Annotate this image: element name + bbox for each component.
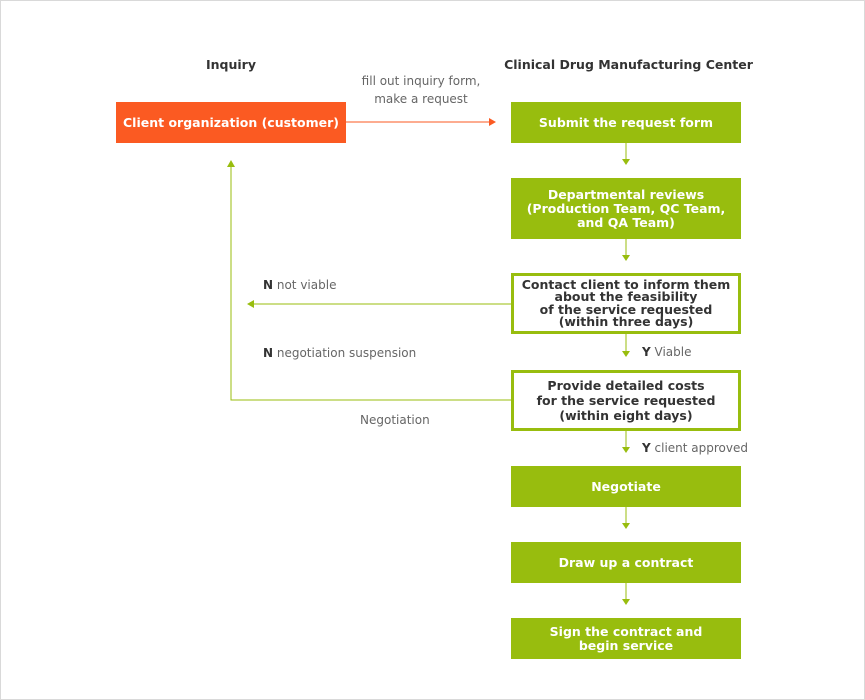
arrowhead-reviews <box>622 159 630 165</box>
negotiate-box: Negotiate <box>511 466 741 507</box>
arrowhead-not-viable <box>247 300 254 308</box>
sign-contract-box: Sign the contract and begin service <box>511 618 741 659</box>
approved-text: client approved <box>650 441 748 455</box>
client-approved-label: Y client approved <box>642 439 748 457</box>
viable-label: Y Viable <box>642 343 691 361</box>
departmental-reviews-box: Departmental reviews (Production Team, Q… <box>511 178 741 239</box>
arrowhead-submit <box>489 118 496 126</box>
viable-flag: Y <box>642 345 651 359</box>
not-viable-flag: N <box>263 278 274 292</box>
arrowhead-negotiate <box>622 447 630 453</box>
submit-request-box: Submit the request form <box>511 102 741 143</box>
column-header-inquiry: Inquiry <box>206 57 256 72</box>
arrowhead-sign <box>622 599 630 605</box>
arrow-negotiation-return <box>230 167 512 401</box>
viable-text: Viable <box>650 345 692 359</box>
column-header-center: Clinical Drug Manufacturing Center <box>504 57 753 72</box>
arrowhead-client-return <box>227 160 235 167</box>
arrowhead-contract <box>622 523 630 529</box>
contact-client-box: Contact client to inform them about the … <box>511 273 741 334</box>
client-organization-box: Client organization (customer) <box>116 102 346 143</box>
arrowhead-costs <box>622 351 630 357</box>
suspension-flag: N <box>263 346 274 360</box>
suspension-text: negotiation suspension <box>273 346 417 360</box>
draw-up-contract-box: Draw up a contract <box>511 542 741 583</box>
arrowhead-contact <box>622 255 630 261</box>
approved-flag: Y <box>642 441 651 455</box>
detailed-costs-box: Provide detailed costs for the service r… <box>511 370 741 431</box>
inquiry-form-label: fill out inquiry form, make a request <box>361 74 481 106</box>
negotiation-label: Negotiation <box>360 413 430 427</box>
not-viable-text: not viable <box>273 278 337 292</box>
not-viable-label: N not viable <box>263 276 336 294</box>
negotiation-suspension-label: N negotiation suspension <box>263 344 416 362</box>
